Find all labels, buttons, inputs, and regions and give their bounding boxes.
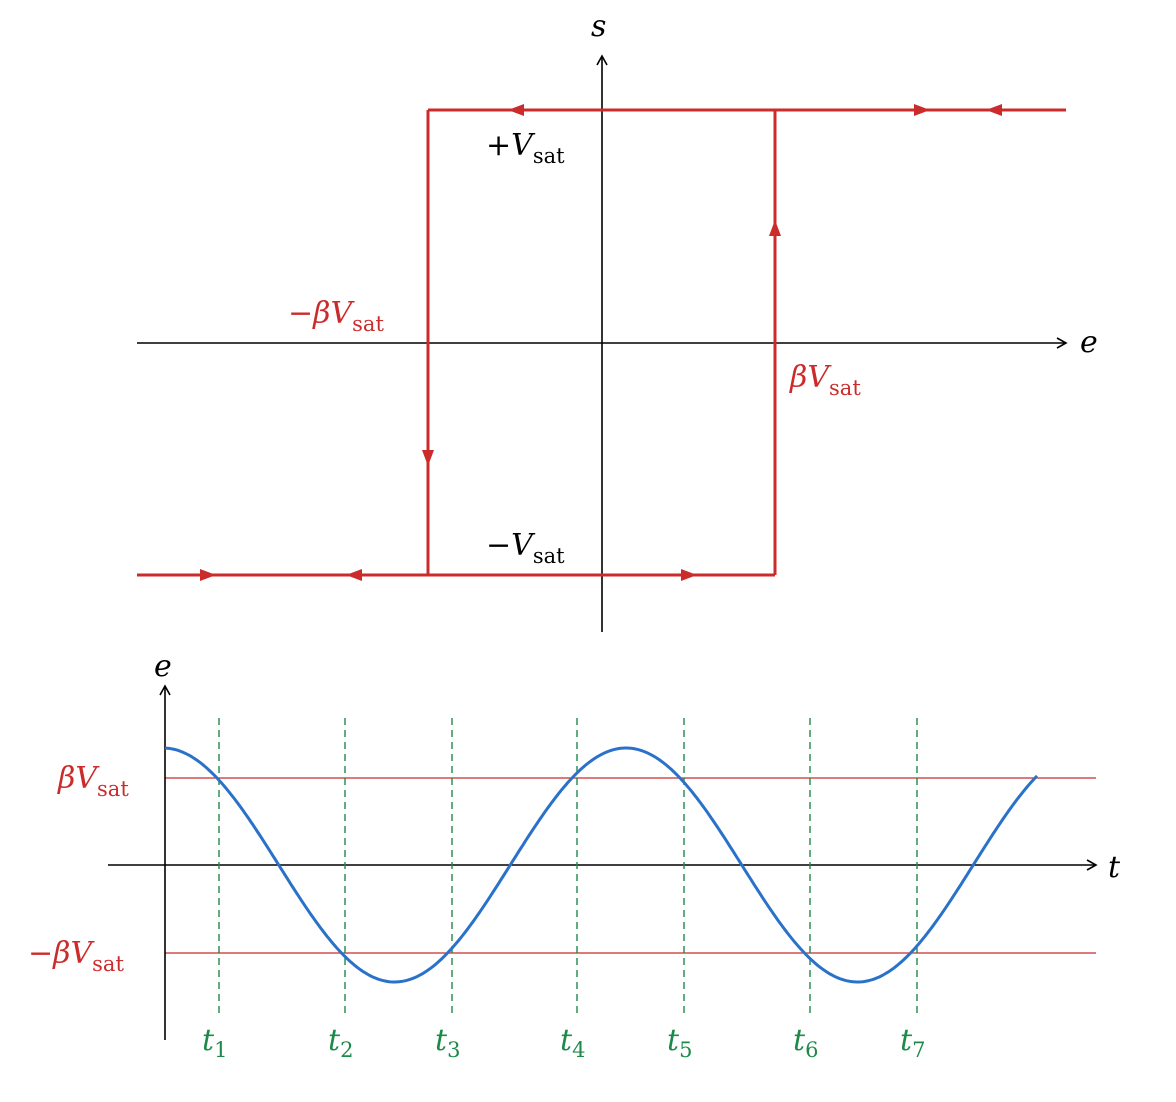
hysteresis-arrows — [200, 104, 1002, 581]
arrow-top-right-forward — [914, 104, 930, 116]
time-label-t2: t2 — [328, 1023, 353, 1062]
hysteresis-diagram: s e +Vsat −Vsat −βVsat — [137, 9, 1098, 632]
label-beta-vsat: βVsat — [789, 360, 861, 400]
signal-diagram: e t βVsat −βVsat t1 t2 t3 t4 t5 t6 t7 — [28, 649, 1121, 1062]
signal-label-minus-beta-vsat: −βVsat — [28, 936, 124, 976]
time-label-t5: t5 — [667, 1023, 692, 1062]
label-minus-vsat: −Vsat — [486, 528, 565, 568]
hyst-e-axis-label: e — [1080, 325, 1098, 360]
signal-curve — [164, 746, 1039, 984]
time-label-t3: t3 — [435, 1023, 460, 1062]
arrow-right-up — [769, 220, 781, 236]
time-markers: t1 t2 t3 t4 t5 t6 t7 — [202, 718, 925, 1062]
time-label-t7: t7 — [900, 1023, 925, 1062]
signal-t-axis-label: t — [1108, 850, 1121, 885]
arrow-bottom-left-forward — [200, 569, 216, 581]
signal-label-beta-vsat: βVsat — [57, 761, 129, 801]
hyst-s-axis-label: s — [591, 9, 606, 44]
time-label-t4: t4 — [560, 1023, 585, 1062]
label-minus-beta-vsat: −βVsat — [288, 296, 384, 336]
hysteresis-loop — [137, 108, 1066, 577]
arrow-bottom-left-back — [346, 569, 362, 581]
time-label-t6: t6 — [793, 1023, 818, 1062]
label-plus-vsat: +Vsat — [486, 128, 565, 168]
arrow-top-left — [508, 104, 524, 116]
arrow-bottom-right-forward — [681, 569, 697, 581]
signal-e-axis-label: e — [154, 649, 172, 684]
arrow-left-down — [422, 450, 434, 466]
time-label-t1: t1 — [202, 1023, 227, 1062]
arrow-top-right-back — [986, 104, 1002, 116]
